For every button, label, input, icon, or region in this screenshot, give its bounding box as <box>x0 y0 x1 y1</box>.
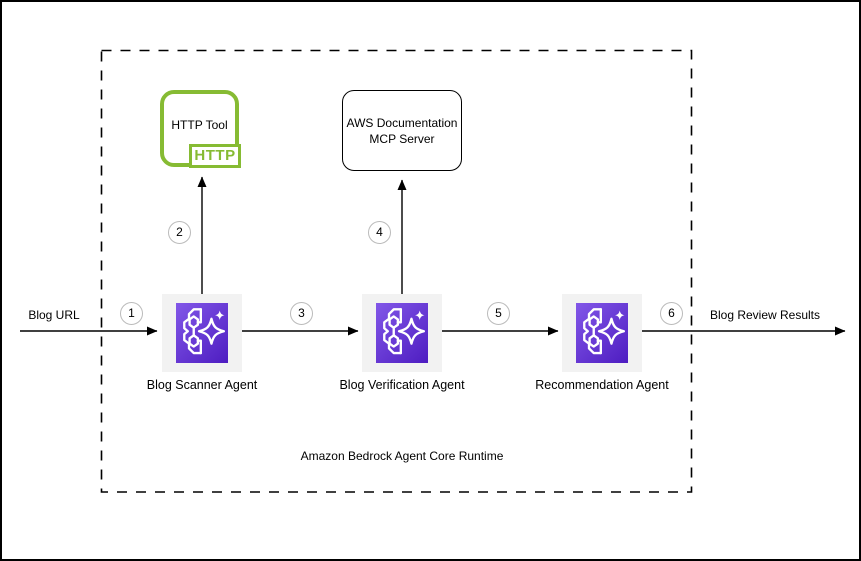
http-protocol-icon: HTTP <box>189 144 241 168</box>
bedrock-agent-icon <box>376 303 428 363</box>
agent-node-blog-scanner <box>162 294 242 372</box>
runtime-label: Amazon Bedrock Agent Core Runtime <box>300 449 504 463</box>
input-label: Blog URL <box>28 308 80 322</box>
runtime-boundary <box>100 49 693 493</box>
step-badge-1: 1 <box>120 302 143 325</box>
agent-label-blog-verification: Blog Verification Agent <box>339 378 465 392</box>
agent-node-blog-verification <box>362 294 442 372</box>
step-badge-4: 4 <box>368 221 391 244</box>
step-badge-5: 5 <box>487 302 510 325</box>
agent-node-recommendation <box>562 294 642 372</box>
http-tool-title: HTTP Tool <box>171 118 228 132</box>
agent-label-blog-scanner: Blog Scanner Agent <box>146 378 258 392</box>
step-badge-2: 2 <box>168 221 191 244</box>
step-badge-6: 6 <box>660 302 683 325</box>
output-label: Blog Review Results <box>709 308 821 322</box>
mcp-server-label-line2: MCP Server <box>369 131 435 146</box>
step-badge-3: 3 <box>290 302 313 325</box>
agent-label-recommendation: Recommendation Agent <box>535 378 669 392</box>
bedrock-agent-icon <box>576 303 628 363</box>
mcp-server-label-line1: AWS Documentation <box>346 115 458 130</box>
mcp-server-node: AWS Documentation MCP Server <box>342 90 462 171</box>
bedrock-agent-icon <box>176 303 228 363</box>
